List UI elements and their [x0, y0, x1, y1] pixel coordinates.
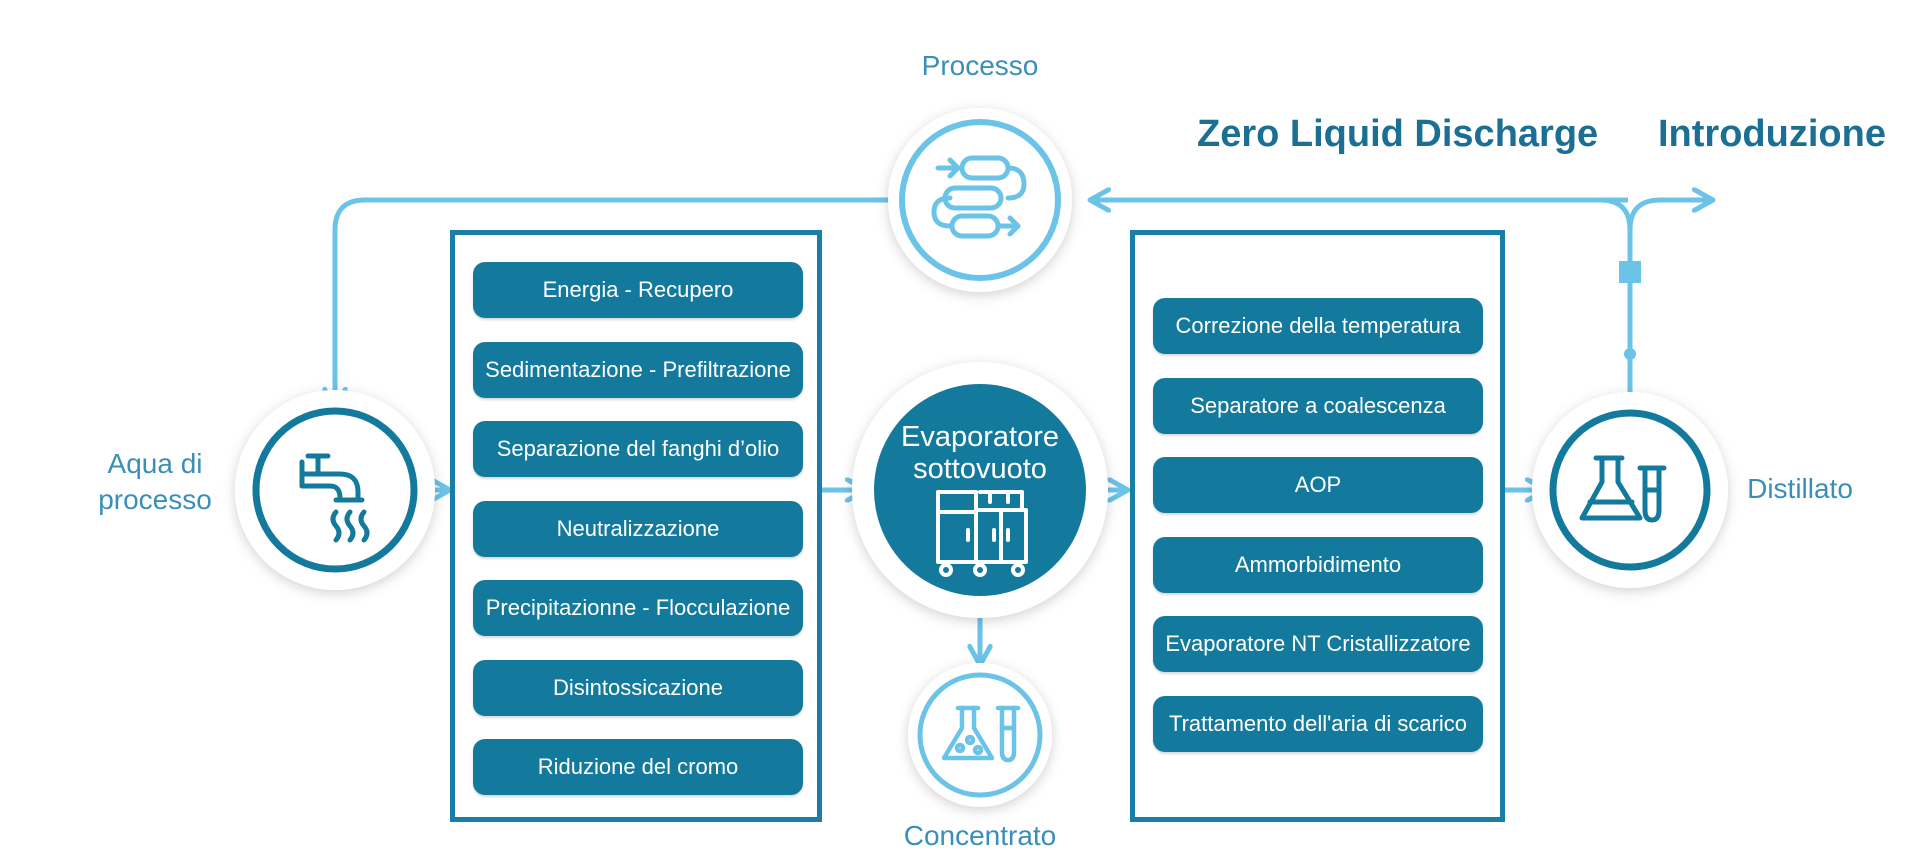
step-aop: AOP: [1153, 457, 1483, 513]
node-distillato: [1532, 392, 1728, 588]
evap-label-line1: Evaporatore: [901, 421, 1059, 453]
step-separatore-a-coalescenza: Separatore a coalescenza: [1153, 377, 1483, 434]
loop-line-left: [335, 197, 905, 408]
step-ammorbidimento: Ammorbidimento: [1153, 536, 1483, 593]
distillate-riser: [1627, 200, 1713, 418]
step-correzione-della-temperatura: Correzione della temperatura: [1153, 298, 1483, 354]
step-disintossicazione: Disintossicazione: [473, 659, 803, 716]
label-concentrato: Concentrato: [903, 820, 1057, 851]
label-processo: Processo: [921, 50, 1039, 81]
node-processo: [888, 108, 1072, 292]
link-zero-liquid-discharge[interactable]: Zero Liquid Discharge: [1197, 113, 1599, 155]
process-coils-icon: [931, 155, 1027, 239]
link-introduzione[interactable]: Introduzione: [1658, 113, 1886, 155]
step-riduzione-del-cromo: Riduzione del cromo: [473, 739, 803, 795]
step-evaporatore-nt-cristallizzatore: Evaporatore NT Cristallizzatore: [1153, 616, 1483, 672]
step-energia-recupero: Energia - Recupero: [473, 262, 803, 318]
step-neutralizzazione: Neutralizzazione: [473, 500, 803, 557]
flask-bubbles-icon: [941, 705, 1021, 763]
step-precipitazionne-flocculazione: Precipitazionne - Flocculazione: [473, 580, 803, 636]
step-sedimentazione-prefiltrazione: Sedimentazione - Prefiltrazione: [473, 341, 803, 398]
junction-dot: [1624, 348, 1636, 360]
step-trattamento-dell-aria-di-scarico: Trattamento dell'aria di scarico: [1153, 695, 1483, 752]
evaporator-machine-icon: [936, 490, 1028, 577]
distillate-branch-curve: [1599, 197, 1633, 231]
flask-tube-icon: [1579, 455, 1667, 523]
label-aqua-line2: processo: [98, 484, 212, 515]
node-concentrato: [908, 663, 1052, 807]
step-separazione-del-fanghi-d-olio: Separazione del fanghi d’olio: [473, 421, 803, 477]
label-aqua-line1: Aqua di: [107, 448, 203, 479]
label-distillato: Distillato: [1747, 473, 1853, 504]
node-evaporatore: [852, 362, 1108, 618]
faucet-icon: [299, 453, 370, 543]
evap-label-line2: sottovuoto: [913, 453, 1047, 485]
valve-square: [1619, 261, 1641, 283]
node-aqua: [235, 390, 435, 590]
